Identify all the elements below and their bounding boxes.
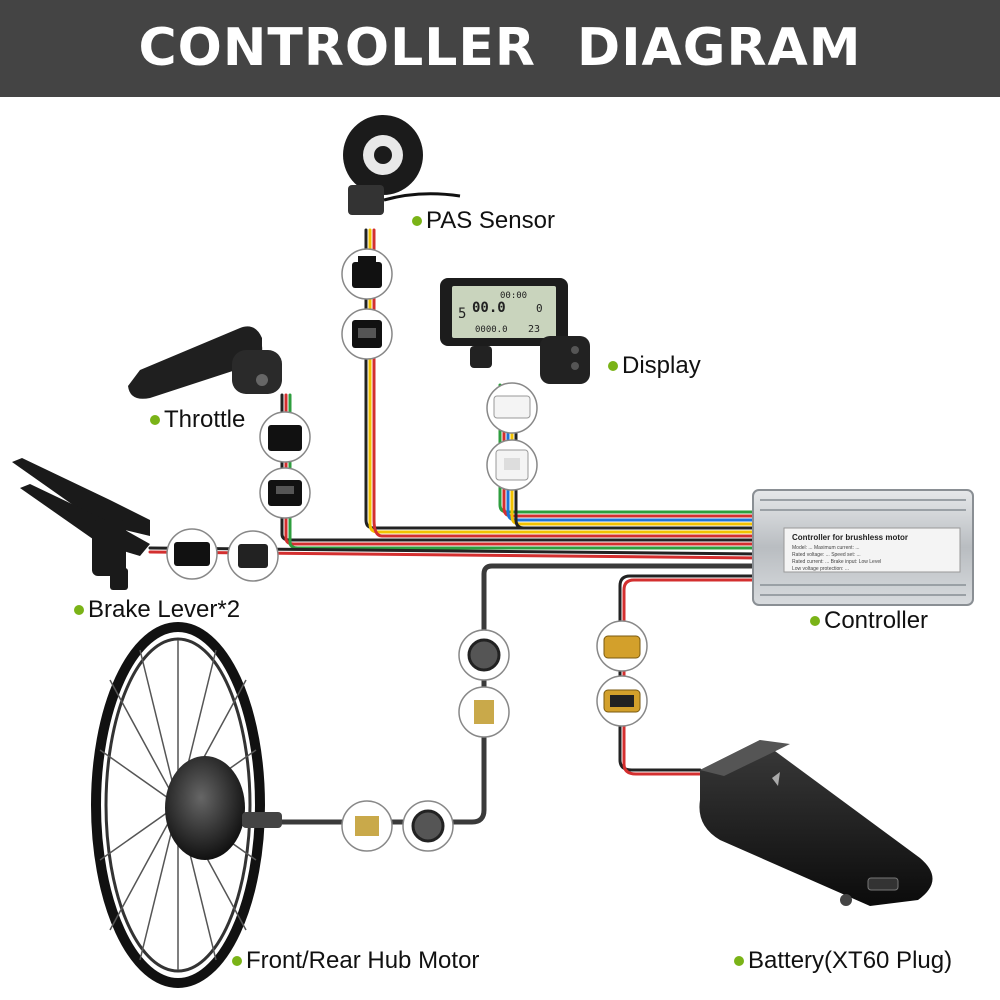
display-odometer: 0000.0 (475, 325, 508, 335)
connector-throttle-male (259, 411, 311, 463)
display-wire (498, 383, 762, 530)
bullet-dot (608, 361, 618, 371)
label-display-text: Display (622, 352, 701, 379)
controller-label-line1: Model: ... Maximum current: ... (792, 545, 860, 551)
bullet-dot (232, 956, 242, 966)
controller-label-heading: Controller for brushless motor (792, 533, 908, 542)
hub-motor-wheel-icon (91, 622, 282, 988)
bullet-dot (810, 616, 820, 626)
connector-pas-female (341, 308, 393, 360)
display-level-left: 5 (458, 306, 466, 322)
connector-motor-male (458, 686, 510, 738)
motor-wire (277, 563, 763, 825)
bullet-dot (150, 415, 160, 425)
controller-label-line3: Rated current: ... Brake input: Low Leve… (792, 559, 881, 565)
display-level-right: 0 (536, 302, 543, 315)
label-hub-motor-text: Front/Rear Hub Motor (246, 947, 480, 974)
connector-display-male (486, 382, 538, 434)
connector-hub-male (341, 800, 393, 852)
throttle-icon (128, 326, 282, 399)
header-bar: CONTROLLER DIAGRAM (0, 0, 1000, 97)
connector-motor-female (458, 629, 510, 681)
label-brake-lever: Brake Lever*2 (74, 596, 240, 624)
label-brake-lever-text: Brake Lever*2 (88, 596, 241, 623)
display-speed: 00.0 (472, 300, 506, 316)
label-throttle-text: Throttle (164, 406, 246, 433)
connector-throttle-female (259, 467, 311, 519)
controller-icon: Controller for brushless motor Model: ..… (752, 489, 974, 606)
label-battery: Battery(XT60 Plug) (734, 947, 952, 975)
display-temp: 23 (528, 324, 540, 335)
battery-icon (699, 740, 933, 906)
connector-xt60-male (596, 675, 648, 727)
label-battery-text: Battery(XT60 Plug) (748, 947, 953, 974)
connector-xt60-female (596, 620, 648, 672)
pas-sensor-icon (343, 115, 461, 215)
page-title: CONTROLLER DIAGRAM (138, 18, 862, 78)
bullet-dot (412, 216, 422, 226)
label-controller: Controller (810, 607, 928, 635)
pas-sensor-wire (364, 228, 762, 538)
connector-brake-male (166, 528, 218, 580)
brake-lever-icon (12, 458, 150, 590)
label-pas-sensor-text: PAS Sensor (426, 207, 555, 234)
controller-label-line4: Low voltage protection: ... (792, 566, 849, 572)
label-throttle: Throttle (150, 406, 245, 434)
connector-hub-female (402, 800, 454, 852)
bullet-dot (74, 605, 84, 615)
controller-label-line2: Rated voltage: ... Speed set: ... (792, 552, 861, 558)
label-controller-text: Controller (824, 607, 929, 634)
battery-wire (618, 574, 762, 776)
label-pas-sensor: PAS Sensor (412, 207, 555, 235)
display-icon: 5 00.0 00:00 0000.0 0 23 (440, 278, 590, 384)
label-hub-motor: Front/Rear Hub Motor (232, 947, 479, 975)
connector-display-female (486, 439, 538, 491)
display-clock: 00:00 (500, 291, 527, 301)
connector-pas-male (341, 248, 393, 300)
label-display: Display (608, 352, 701, 380)
connector-brake-female (227, 530, 279, 582)
bullet-dot (734, 956, 744, 966)
